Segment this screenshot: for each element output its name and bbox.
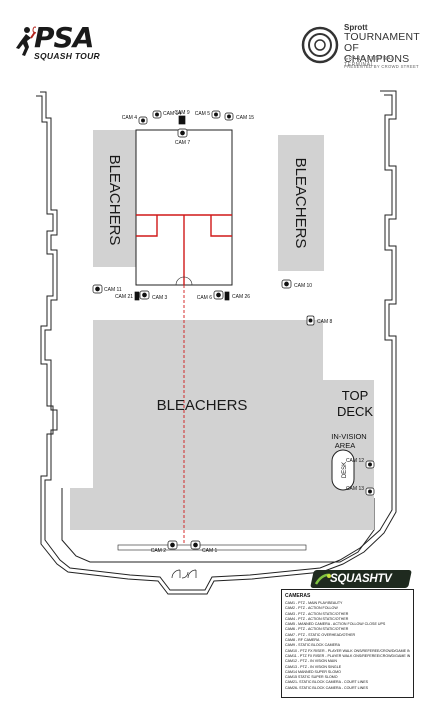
legend-item: CAM9 - STATIC BLOCK CAMERA [285,643,340,648]
cam13-label: CAM 13 [346,486,364,492]
bleachers-right-label: BLEACHERS [292,158,309,249]
legend-item: CAM2 - PTZ - ACTION FOLLOW [285,606,338,611]
toc-venue: GRAND CENTRAL TERMINAL [344,56,395,68]
cam7-icon [177,128,188,138]
cam12-icon [365,460,375,469]
cam4-icon [138,116,148,125]
cam1-icon [190,540,201,550]
toc-logo: Sprott TOURNAMENT OF CHAMPIONS GRAND CEN… [300,23,422,73]
legend-item: CAM4 - PTZ - ACTION STATIC/OTHER [285,616,349,621]
in-vision-label-1: IN-VISION [331,432,366,441]
legend-item: CAM10 - PTZ FX RISER - PLAYER WALK ONS/R… [285,648,410,653]
psa-subtitle: SQUASH TOUR [34,51,100,61]
cam11-label: CAM 11 [104,287,122,293]
toc-sponsor: Sprott [344,23,368,32]
stage-strip [117,544,307,551]
legend-item: CAM7 - PTZ - STATIC OVERHEAD/OTHER [285,632,356,637]
cam14-label: CAM 14 [163,111,181,117]
cam13-icon [365,487,375,496]
toc-ring-icon [301,26,339,64]
presenter-desk [331,449,355,491]
cam3-label: CAM 3 [152,295,168,301]
camera-icons [92,110,375,550]
cameras-legend: CAMERAS CAM1 - PTZ - MAIN PLAY/BEAUTY CA… [281,589,414,698]
legend-item: CAM6 - PTZ - ACTION STATIC/OTHER [285,627,349,632]
court-lines [136,214,232,285]
cam10-label: CAM 10 [294,283,312,289]
cam11-icon [92,284,103,294]
legend-item: CAM13 - PTZ - IN VISION SINGLE [285,664,342,669]
cam26-label: CAM 26 [232,294,250,300]
psa-wordmark: PSA [34,21,94,54]
legend-item: CAM21- STATIC BLOCK CAMERA - COURT LINES [285,680,369,685]
bleachers-right-area [278,135,324,271]
court-door [175,276,193,286]
cam9-icon [178,115,186,125]
psa-logo: PSA SQUASH TOUR [14,24,109,62]
cam14-icon [152,110,162,119]
legend-item: CAM12 - PTZ - IN VISION MAIN [285,659,337,664]
cam26-icon [224,291,230,301]
cam6-label: CAM 6 [197,295,213,301]
building-outline [36,90,397,595]
bleachers-main-area [70,320,323,530]
legend-item: CAM8 - RF CAMERA [285,638,320,643]
legend-item: CAM26- STATIC BLOCK CAMERA - COURT LINES [285,685,369,690]
cam8-label: CAM 8 [317,319,333,325]
cam2-icon [167,540,178,550]
cam15-label: CAM 15 [236,115,254,121]
cam1-label: CAM 1 [202,548,218,554]
legend-list: CAM1 - PTZ - MAIN PLAY/BEAUTY CAM2 - PTZ… [285,601,410,691]
toc-title-line1: TOURNAMENT [344,31,420,43]
entrance-doors [171,569,197,579]
legend-item: CAM11 - PTZ FX RISER - PLAYER WALK ONS/R… [285,653,410,658]
bleachers-left-area [93,130,137,267]
bleachers-left-label: BLEACHERS [106,155,123,246]
cam21-label: CAM 21 [115,294,133,300]
toc-title-line2: OF CHAMPIONS [344,42,410,65]
squashtv-swoosh-icon [314,573,331,585]
toc-presented: PRESENTED BY CROWD STREET [344,64,419,69]
cam5-icon [211,110,221,119]
squash-player-icon [16,26,36,56]
cam4-label: CAM 4 [122,115,138,121]
legend-item: CAM3 - PTZ - ACTION STATIC/OTHER [285,611,349,616]
cam12-label: CAM 12 [346,458,364,464]
cam5-label: CAM 5 [195,111,211,117]
bleachers-main-label: BLEACHERS [157,397,248,414]
cam7-label: CAM 7 [175,140,191,146]
legend-title: CAMERAS [285,593,311,599]
legend-item: CAM15 STATIC SUPER SLOMO [285,675,338,680]
legend-item: CAM14 MANNED SUPER SLOMO [285,669,341,674]
cam8-icon [306,315,315,326]
cam9-label: CAM 9 [174,110,190,116]
cam6-icon [213,290,224,300]
cam21-icon [134,291,140,301]
legend-item: CAM5 - MANNED CAMERA - ACTION FOLLOW/ CL… [285,622,386,627]
squashtv-logo: SQUASHTV [310,570,412,590]
cam10-icon [281,279,292,289]
top-deck-label-1: TOP [342,388,369,403]
cam2-label: CAM 2 [151,548,167,554]
legend-item: CAM1 - PTZ - MAIN PLAY/BEAUTY [285,601,343,605]
top-deck-label-2: DECK [337,404,373,419]
cam3-icon [139,290,150,300]
desk-label: DESK [342,462,348,478]
cam15-icon [224,112,234,121]
squashtv-wordmark: SQUASHTV [330,573,392,585]
in-vision-label-2: AREA [335,441,355,450]
